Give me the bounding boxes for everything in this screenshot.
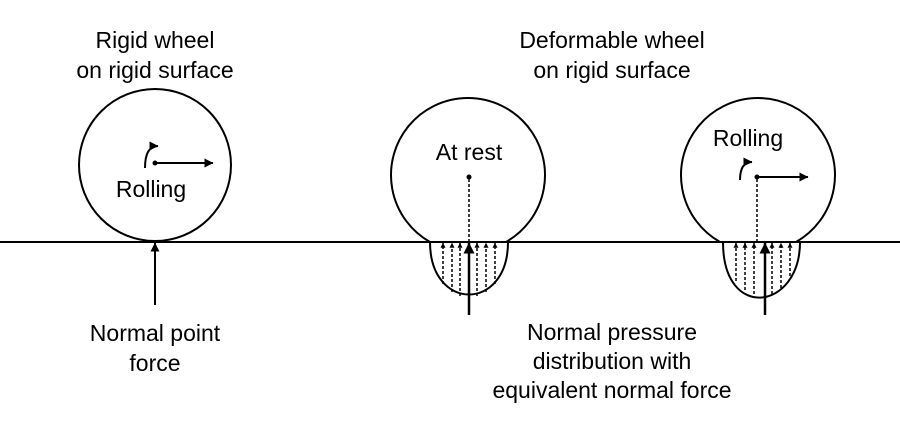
right-force-label-line3: equivalent normal force xyxy=(492,377,731,403)
rotation-arrow xyxy=(144,141,159,169)
rolling-rotation-arrow xyxy=(739,157,753,181)
left-title-line2: on rigid surface xyxy=(76,57,233,83)
right-force-label-line1: Normal pressure xyxy=(527,319,697,345)
rigid-wheel xyxy=(78,88,232,242)
deformable-wheel-at-rest xyxy=(390,97,546,243)
rolling-pressure-distribution xyxy=(722,241,801,299)
left-wheel-label: Rolling xyxy=(116,176,186,202)
left-force-label-line1: Normal point xyxy=(90,320,221,346)
rest-wheel-label: At rest xyxy=(436,139,503,165)
rest-wheel-center-dot xyxy=(466,174,472,180)
right-title-line1: Deformable wheel xyxy=(519,27,704,53)
left-title-line1: Rigid wheel xyxy=(96,27,215,53)
right-force-label-line2: distribution with xyxy=(533,348,692,374)
rolling-pressure-arrows xyxy=(733,242,793,294)
rolling-wheel-label: Rolling xyxy=(713,125,783,151)
right-title-line2: on rigid surface xyxy=(533,57,690,83)
rest-pressure-arrows xyxy=(440,242,498,296)
deformable-wheel-rolling xyxy=(680,97,836,243)
left-force-label-line2: force xyxy=(129,350,180,376)
